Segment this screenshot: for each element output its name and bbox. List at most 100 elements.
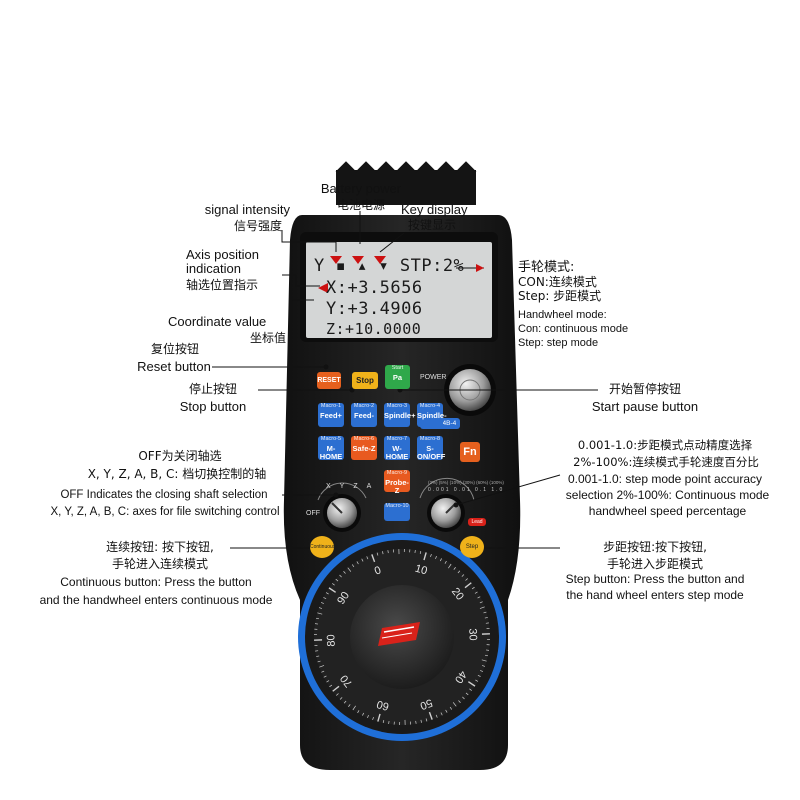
- lcd-line-status: Y ▪ ▴ ▾ STP:2%: [314, 256, 465, 276]
- dial-tick: [458, 700, 461, 703]
- axis-select-knob[interactable]: [323, 494, 361, 532]
- macro-1-main: Feed+: [320, 410, 342, 420]
- dial-tick: [479, 606, 485, 609]
- macro-10-key[interactable]: Macro-10: [384, 503, 410, 521]
- dial-tick: [449, 706, 453, 710]
- key-display-label-cn: 按键显示: [408, 218, 457, 232]
- power-label: POWER: [420, 374, 447, 381]
- dial-tick: [430, 553, 432, 558]
- start-pause-label-cn: 开始暂停按钮: [608, 382, 681, 396]
- dial-tick: [362, 712, 365, 716]
- dial-tick: [382, 719, 385, 724]
- hand-wheel[interactable]: [298, 533, 506, 741]
- dial-tick: [469, 688, 472, 691]
- dial-tick: [320, 602, 324, 604]
- dial-tick: [425, 718, 428, 722]
- dial-tick: [356, 561, 359, 565]
- macro-6-top: Macro-6: [353, 436, 375, 442]
- step-mode-label: Step: step mode: [518, 337, 599, 349]
- macro-2-top: Macro-2: [353, 403, 375, 409]
- dial-tick: [439, 558, 442, 562]
- start-pause-label: Start pause button: [591, 399, 699, 414]
- dial-tick: [423, 552, 427, 561]
- step-button-label: Step button: Press the button and: [565, 572, 745, 586]
- pct-mark-10: (10%): [449, 480, 462, 485]
- dial-tick: [464, 582, 472, 589]
- dial-tick: [382, 551, 384, 555]
- dial-tick: [323, 597, 327, 600]
- off-axis-label: OFF Indicates the closing shaft selectio…: [60, 489, 268, 501]
- stop-key[interactable]: Stop: [352, 372, 378, 389]
- continuous-key[interactable]: Continuous: [310, 536, 335, 558]
- dial-tick: [318, 607, 323, 609]
- dial-tick: [419, 550, 422, 555]
- step-select-knob[interactable]: [427, 494, 465, 532]
- dial-tick: [319, 665, 325, 668]
- macro-9-top: Macro-9: [386, 470, 408, 476]
- dial-tick: [483, 611, 487, 614]
- macro-4-main: Spindle-: [417, 410, 447, 420]
- step-accuracy-label: 0.001-1.0: step mode point accuracy: [567, 472, 763, 486]
- step-button-label-cn-2: 手轮进入步距模式: [606, 557, 703, 571]
- con-mode-label: Con: continuous mode: [518, 323, 629, 335]
- step-button-label-cn: 步距按钮:按下按钮,: [603, 540, 707, 554]
- dial-tick: [435, 714, 438, 718]
- dial-tick: [351, 564, 355, 568]
- dial-tick: [477, 674, 481, 677]
- dial-tick: [372, 716, 374, 721]
- dial-tick: [453, 567, 456, 570]
- macro-4-top: Macro-4: [419, 403, 441, 409]
- con-mode-label-cn: CON:连续模式: [518, 275, 597, 289]
- macro-3-top: Macro-3: [386, 403, 408, 409]
- dial-tick: [462, 696, 465, 700]
- pct-mark-100: (100%): [489, 480, 504, 485]
- dial-tick: [440, 712, 443, 716]
- macro-5-main: M-HOME: [319, 443, 343, 461]
- dial-tick: [343, 571, 346, 574]
- dial-tick: [484, 654, 489, 657]
- axes-label-cn: X, Y, Z, A, B, C: 档切换控制的轴: [87, 467, 267, 481]
- dial-tick: [445, 709, 448, 713]
- dial-tick: [467, 681, 476, 687]
- dial-tick: [475, 679, 479, 682]
- dial-tick: [474, 591, 478, 594]
- fn-key[interactable]: Fn: [460, 442, 480, 462]
- reset-button-label-cn: 复位按钮: [150, 342, 199, 356]
- start-pause-key[interactable]: Start Pa: [385, 365, 410, 389]
- continuous-button-label-cn: 连续按钮: 按下按钮,: [106, 540, 214, 554]
- dial-tick: [477, 596, 481, 599]
- dial-tick: [316, 655, 320, 657]
- continuous-button-label-cn-2: 手轮进入连续模式: [111, 557, 208, 571]
- step-mark-0001: 0.001: [428, 487, 451, 493]
- continuous-button-label-2: and the handwheel enters continuous mode: [39, 593, 273, 607]
- reset-key[interactable]: RESET: [317, 372, 341, 389]
- start-key-top-label: Start: [391, 365, 404, 371]
- macro-5-top: Macro-5: [320, 436, 342, 442]
- dial-tick: [366, 556, 369, 560]
- dial-tick: [343, 700, 347, 704]
- macro-8-main: S-ON/OFF: [417, 443, 446, 461]
- dial-number: 80: [325, 633, 338, 647]
- pct-mark-5: (5%): [438, 480, 449, 485]
- macro-7-top: Macro-7: [386, 436, 408, 442]
- lead-key[interactable]: Lead: [468, 518, 486, 526]
- step-key[interactable]: Step: [460, 536, 484, 558]
- axis-mark-x: X: [326, 483, 340, 490]
- step-accuracy-label-cn: 0.001-1.0:步距模式点动精度选择: [577, 438, 753, 452]
- lcd-line-y: Y:+3.4906: [326, 299, 423, 319]
- macro-3-main: Spindle+: [384, 410, 416, 420]
- speed-pct-label-cn: 2%-100%:连续模式手轮速度百分比: [573, 455, 759, 469]
- pct-mark-30: (30%): [462, 480, 475, 485]
- signal-intensity-label-cn: 信号强度: [233, 219, 282, 233]
- pct-marks: (2%) (5%) (10%) (30%) (60%) (100%): [428, 476, 504, 489]
